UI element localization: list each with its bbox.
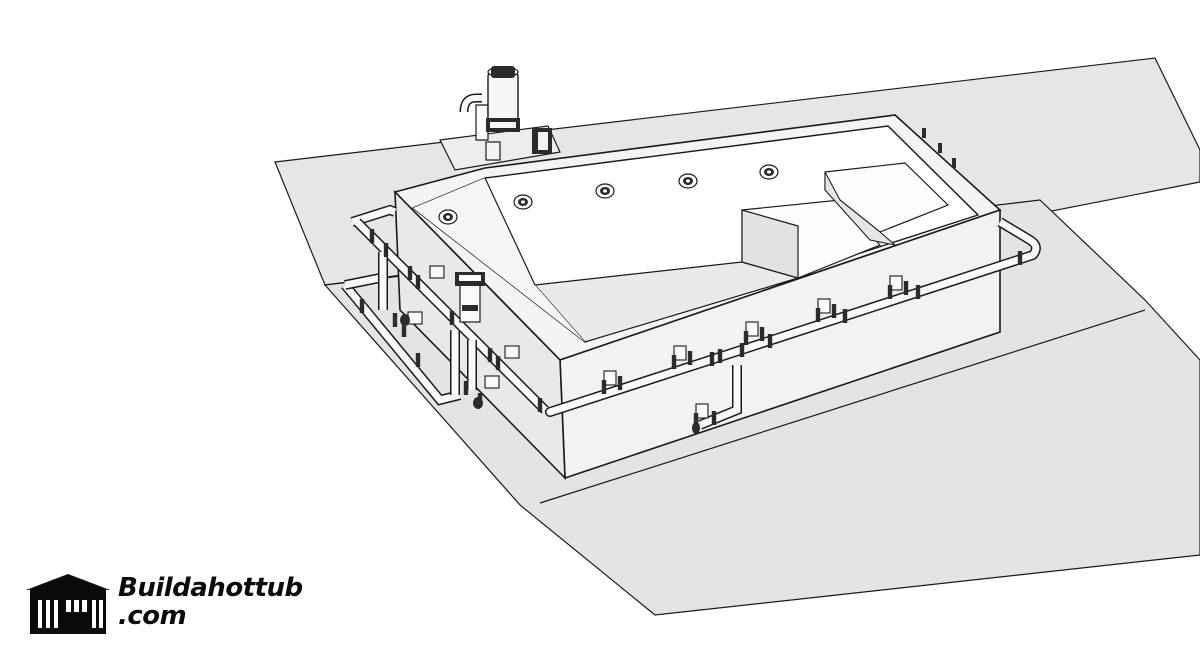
jet-icon (595, 183, 615, 199)
brand-logo[interactable]: Buildahottub .com (22, 572, 303, 636)
rim-accent (922, 128, 956, 168)
brand-name-line1: Buildahottub (118, 573, 303, 603)
jet-icon (678, 173, 698, 189)
gazebo-icon (26, 574, 110, 634)
jet-icon (513, 194, 533, 210)
skimmer (455, 272, 485, 323)
brand-name-line2: .com (118, 601, 187, 631)
ground-seam (539, 309, 1146, 504)
plumbing-left (341, 204, 549, 414)
front-jet-stubs (601, 275, 909, 427)
jet-icon (759, 164, 779, 180)
pump (459, 66, 520, 161)
step-lower-riser (741, 209, 799, 279)
plumbing-front (545, 217, 1041, 434)
brand-name: Buildahottub .com (118, 574, 303, 630)
jet-icon (438, 209, 458, 225)
tub-wall-left (394, 189, 566, 481)
tub-shell (393, 114, 1002, 481)
step-upper-riser (824, 171, 897, 246)
